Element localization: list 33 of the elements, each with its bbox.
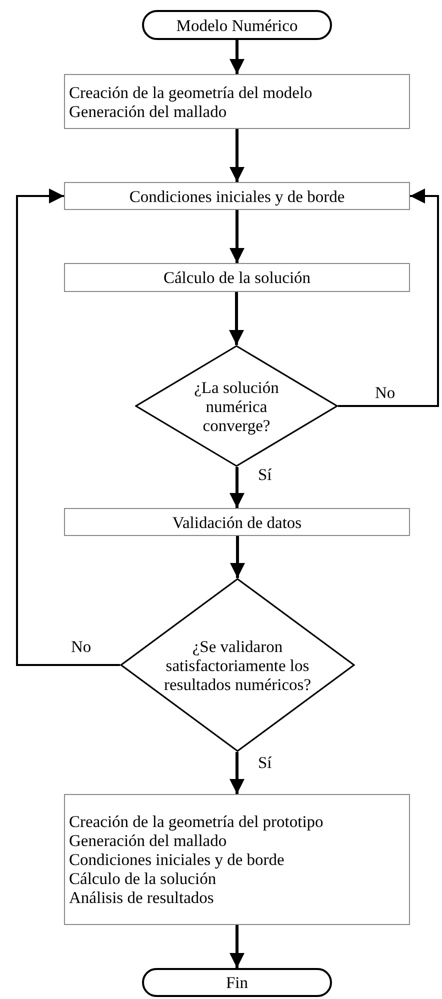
arrow xyxy=(230,467,244,508)
arrow xyxy=(16,188,120,666)
process-box xyxy=(64,263,410,292)
process-box xyxy=(64,74,410,129)
terminal-box xyxy=(142,10,332,40)
process-text: Cálculo de la solución xyxy=(163,268,311,287)
arrow xyxy=(230,210,244,263)
process-text: Generación del mallado xyxy=(69,831,228,850)
process-text: Creación de la geometría del prototipo xyxy=(69,812,324,831)
terminal-text: Fin xyxy=(226,973,248,992)
process-text: Generación del mallado xyxy=(69,102,227,120)
arrow xyxy=(230,129,244,182)
process-box xyxy=(64,182,410,210)
process-text: Análisis de resultados xyxy=(69,888,215,907)
process-box xyxy=(64,508,410,536)
arrow xyxy=(230,752,244,794)
process-text: Condiciones iniciales y de borde xyxy=(69,850,286,869)
arrow xyxy=(230,925,244,968)
terminal-text: Modelo Numérico xyxy=(176,16,298,34)
arrow xyxy=(229,292,244,345)
arrow xyxy=(230,536,245,578)
process-text: Condiciones iniciales y de borde xyxy=(129,186,345,206)
arrow xyxy=(230,40,244,74)
process-text: Creación de la geometría del modelo xyxy=(69,82,314,102)
process-text: Validación de datos xyxy=(172,512,302,532)
arrow xyxy=(338,188,439,407)
process-text: Cálculo de la solución xyxy=(69,869,218,888)
decision-text: ¿Se validaron satisfactoriamente los resultados numéricos? xyxy=(162,636,312,694)
terminal-box xyxy=(142,968,332,997)
process-box xyxy=(64,794,410,925)
decision-text: ¿La solución numérica converge? xyxy=(193,378,280,434)
decision-diamond xyxy=(120,578,355,752)
decision-diamond xyxy=(135,345,338,467)
